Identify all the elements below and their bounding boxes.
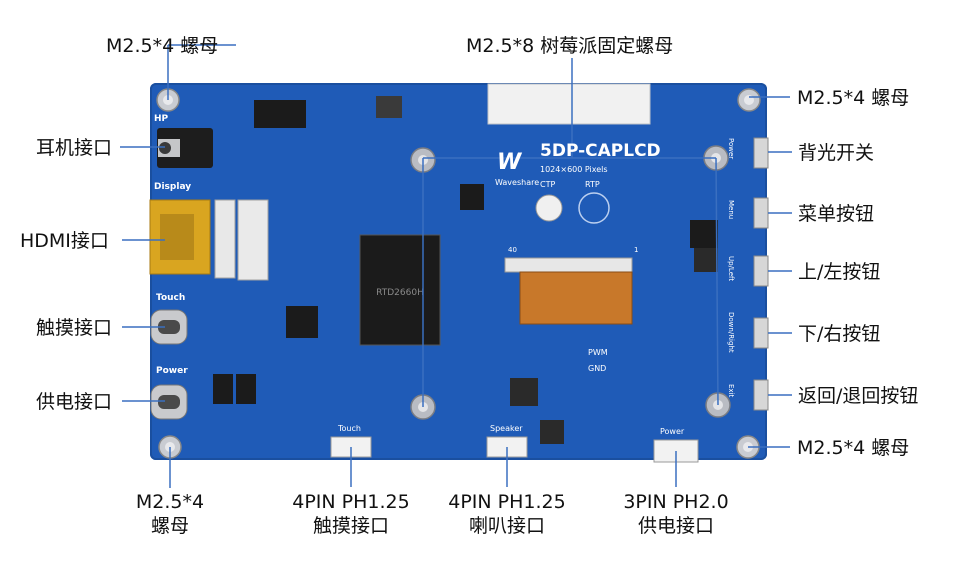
callout-speaker-pin: 4PIN PH1.25 喇叭接口	[437, 490, 577, 538]
callout-menu-button: 菜单按钮	[798, 203, 875, 225]
callout-power-pin-line2: 供电接口	[637, 515, 714, 537]
silk-power-conn: Power	[660, 427, 685, 436]
side-buttons	[753, 137, 769, 411]
board-model: 5DP-CAPLCD	[540, 141, 661, 161]
misc-components	[213, 96, 718, 444]
silk-ctp: CTP	[540, 180, 556, 189]
silk-btn-power: Power	[727, 138, 735, 160]
brand-text: Waveshare	[495, 178, 540, 187]
nut-top-right	[737, 88, 761, 112]
silk-display: Display	[154, 182, 192, 192]
silk-speaker-conn: Speaker	[490, 424, 523, 433]
callout-speaker-pin-line2: 喇叭接口	[468, 515, 545, 537]
main-chip: RTD2660H	[359, 234, 441, 346]
silk-btn-menu: Menu	[727, 200, 735, 220]
callout-power-pin: 3PIN PH2.0 供电接口	[606, 490, 746, 538]
callout-top-left-nut: M2.5*4 螺母	[106, 35, 219, 57]
usbc-power-port	[150, 384, 188, 420]
ctp-pad	[535, 194, 563, 222]
callout-hdmi: HDMI接口	[20, 230, 109, 252]
silk-power: Power	[156, 366, 188, 376]
silk-fpc-start: 40	[508, 246, 517, 254]
silk-gnd: GND	[588, 364, 607, 373]
callout-power-port: 供电接口	[36, 391, 113, 413]
callout-touch-pin: 4PIN PH1.25 触摸接口	[281, 490, 421, 538]
callout-pi-standoff-nut: M2.5*8 树莓派固定螺母	[466, 35, 674, 57]
silk-fpc-end: 1	[634, 246, 639, 254]
callout-bottom-left-nut: M2.5*4 螺母	[128, 490, 212, 538]
silk-pwm: PWM	[588, 348, 608, 357]
silk-hp: HP	[154, 114, 169, 124]
callout-touch-port: 触摸接口	[36, 317, 113, 339]
headphone-jack	[157, 128, 213, 168]
label-window	[487, 83, 651, 125]
board-resolution: 1024×600 Pixels	[540, 165, 608, 174]
brand-logo: W	[497, 150, 522, 175]
rtp-pad	[578, 192, 610, 224]
callout-bottom-right-nut: M2.5*4 螺母	[797, 437, 910, 459]
silk-btn-downright: Down/Right	[727, 312, 735, 353]
callout-back-exit-button: 返回/退回按钮	[798, 385, 919, 407]
silk-touch: Touch	[156, 293, 186, 303]
callout-power-pin-line1: 3PIN PH2.0	[623, 491, 729, 513]
callout-bottom-left-nut-line2: 螺母	[150, 515, 189, 537]
callout-up-left-button: 上/左按钮	[798, 261, 881, 283]
callout-backlight-switch: 背光开关	[798, 142, 875, 164]
callout-top-right-nut: M2.5*4 螺母	[797, 87, 910, 109]
silk-touch-conn: Touch	[338, 424, 361, 433]
silk-rtp: RTP	[585, 180, 600, 189]
callout-speaker-pin-line1: 4PIN PH1.25	[448, 491, 566, 513]
leader-lines	[120, 44, 792, 488]
callout-headphone: 耳机接口	[36, 137, 113, 159]
silk-btn-exit: Exit	[727, 384, 735, 398]
callout-touch-pin-line1: 4PIN PH1.25	[292, 491, 410, 513]
svg-text:RTD2660H: RTD2660H	[376, 288, 424, 298]
callout-bottom-left-nut-line1: M2.5*4	[135, 491, 205, 513]
callout-down-right-button: 下/右按钮	[798, 323, 881, 345]
fpc-connector	[504, 257, 633, 325]
hdmi-port	[149, 199, 269, 281]
callout-touch-pin-line2: 触摸接口	[312, 515, 389, 537]
silk-btn-upleft: Up/Left	[727, 256, 735, 282]
